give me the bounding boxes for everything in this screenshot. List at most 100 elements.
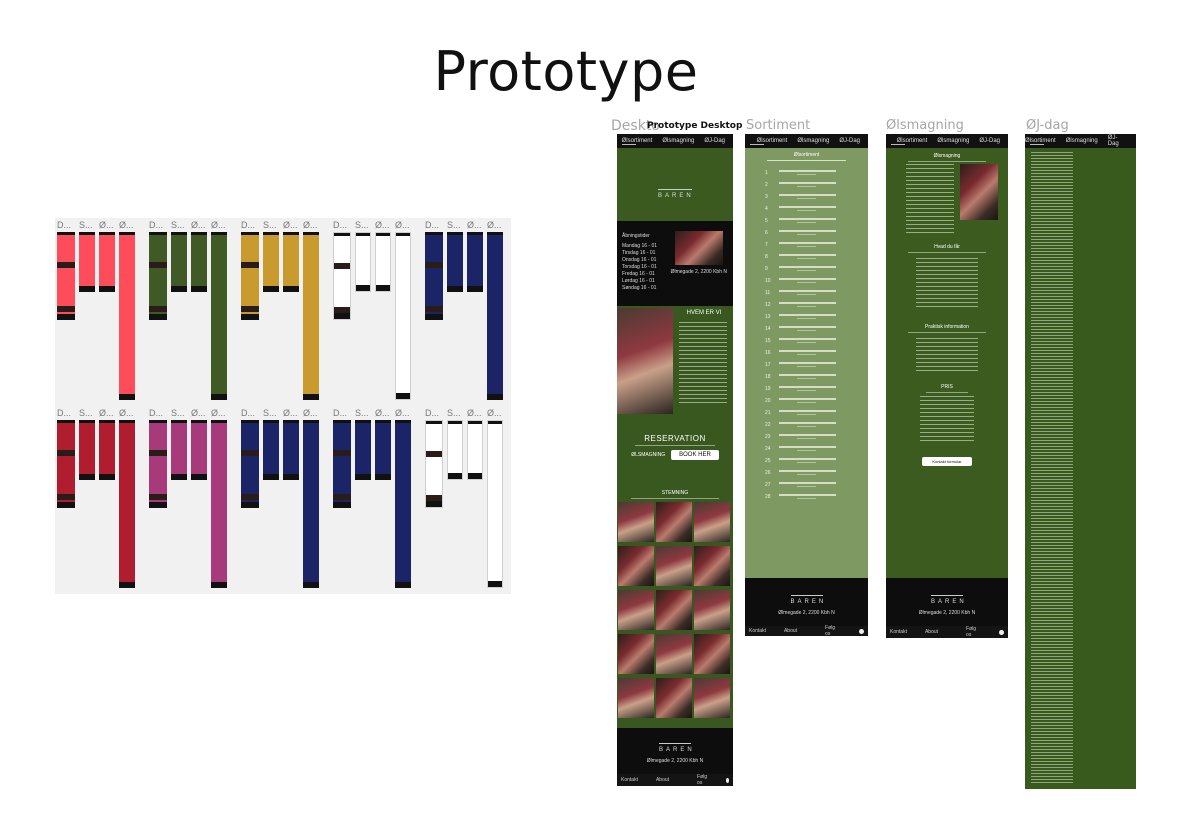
- overview-mini-frame[interactable]: Ø...: [487, 408, 503, 588]
- gallery-photo[interactable]: [656, 590, 692, 630]
- mini-frame-body: [467, 420, 483, 480]
- gallery-photo[interactable]: [656, 546, 692, 586]
- overview-mini-frame[interactable]: S...: [355, 220, 371, 292]
- facebook-icon[interactable]: [725, 777, 729, 783]
- overview-mini-frame[interactable]: Ø...: [211, 220, 227, 400]
- nav-item-olsortiment[interactable]: Ølsortiment: [621, 138, 653, 144]
- overview-mini-frame[interactable]: D...: [149, 408, 167, 508]
- gallery-photo[interactable]: [694, 634, 730, 674]
- overview-mini-frame[interactable]: Ø...: [99, 408, 115, 480]
- footer-link-kontakt[interactable]: Kontakt: [621, 777, 638, 783]
- overview-mini-frame[interactable]: Ø...: [119, 408, 135, 588]
- overview-board[interactable]: D...S...Ø...Ø...D...S...Ø...Ø...D...S...…: [55, 218, 511, 594]
- page-title: Prototype: [433, 40, 699, 103]
- mini-frame-body: [333, 232, 351, 320]
- frame-sortiment[interactable]: Ølsortiment Ølsmagning ØJ-Dag Ølsortimen…: [745, 134, 868, 636]
- beer-number: 22: [765, 422, 771, 428]
- overview-mini-frame[interactable]: D...: [425, 408, 443, 508]
- nav-item-olsortiment[interactable]: Ølsortiment: [896, 138, 928, 144]
- overview-mini-frame[interactable]: Ø...: [467, 220, 483, 292]
- overview-mini-frame[interactable]: Ø...: [283, 220, 299, 292]
- overview-mini-frame[interactable]: D...: [333, 408, 351, 508]
- facebook-icon[interactable]: [859, 628, 864, 634]
- beer-name: [779, 350, 836, 352]
- footer-link-about[interactable]: About: [655, 777, 670, 783]
- overview-mini-frame[interactable]: Ø...: [375, 220, 391, 292]
- nav-item-olsmagning[interactable]: Ølsmagning: [937, 138, 970, 144]
- nav-item-oj-dag[interactable]: ØJ-Dag: [839, 138, 860, 144]
- nav-item-oj-dag[interactable]: ØJ-Dag: [704, 138, 725, 144]
- frame-oj-dag[interactable]: Ølsortiment Ølsmagning ØJ-Dag: [1025, 134, 1136, 789]
- overview-mini-frame[interactable]: D...: [425, 220, 443, 320]
- overview-mini-frame[interactable]: Ø...: [191, 220, 207, 292]
- footer-link-folg-os[interactable]: Følg os: [825, 625, 836, 636]
- overview-mini-frame[interactable]: D...: [149, 220, 167, 320]
- gallery-photo[interactable]: [656, 634, 692, 674]
- gallery-photo[interactable]: [618, 590, 654, 630]
- gallery-photo[interactable]: [694, 590, 730, 630]
- footer-link-kontakt[interactable]: Kontakt: [890, 629, 907, 635]
- overview-mini-frame[interactable]: S...: [263, 220, 279, 292]
- overview-mini-frame[interactable]: Ø...: [119, 220, 135, 400]
- about-section: HVEM ER VI: [617, 306, 733, 416]
- book-button[interactable]: BOOK HER: [671, 450, 719, 460]
- overview-mini-frame[interactable]: Ø...: [191, 408, 207, 480]
- gallery-photo[interactable]: [656, 678, 692, 718]
- overview-mini-frame[interactable]: D...: [333, 220, 351, 320]
- gallery-photo[interactable]: [618, 546, 654, 586]
- overview-mini-frame[interactable]: D...: [241, 220, 259, 320]
- mini-frame-body: [149, 420, 167, 508]
- mini-frame-body: [241, 420, 259, 508]
- nav-item-olsortiment[interactable]: Ølsortiment: [1025, 138, 1056, 144]
- overview-mini-frame[interactable]: S...: [447, 220, 463, 292]
- overview-mini-frame[interactable]: Ø...: [487, 220, 503, 400]
- mini-frame-body: [283, 232, 299, 292]
- footer-link-folg-os[interactable]: Følg os: [966, 626, 977, 638]
- overview-mini-frame[interactable]: Ø...: [467, 408, 483, 480]
- facebook-icon[interactable]: [999, 629, 1004, 635]
- gallery-photo[interactable]: [618, 634, 654, 674]
- footer-link-about[interactable]: About: [783, 628, 798, 634]
- frame-olsmagning[interactable]: Ølsortiment Ølsmagning ØJ-Dag Ølsmagning…: [886, 134, 1008, 638]
- nav-item-olsmagning[interactable]: Ølsmagning: [662, 138, 695, 144]
- overview-mini-frame[interactable]: S...: [171, 220, 187, 292]
- footer-link-folg-os[interactable]: Følg os: [697, 774, 708, 786]
- footer-link-kontakt[interactable]: Kontakt: [749, 628, 766, 634]
- footer-link-about[interactable]: About: [924, 629, 939, 635]
- overview-mini-frame[interactable]: Ø...: [211, 408, 227, 588]
- contact-form-button[interactable]: Kontakt formular: [922, 457, 972, 466]
- gallery-photo[interactable]: [694, 502, 730, 542]
- overview-mini-frame[interactable]: D...: [57, 220, 75, 320]
- nav-item-olsmagning[interactable]: Ølsmagning: [1065, 138, 1098, 144]
- gallery-photo[interactable]: [618, 678, 654, 718]
- overview-mini-frame[interactable]: Ø...: [395, 408, 411, 588]
- overview-mini-frame[interactable]: Ø...: [303, 220, 319, 400]
- beer-name: [779, 194, 836, 196]
- overview-mini-frame[interactable]: S...: [355, 408, 371, 480]
- gallery-photo[interactable]: [694, 678, 730, 718]
- overview-mini-frame[interactable]: Ø...: [303, 408, 319, 588]
- overview-mini-frame[interactable]: Ø...: [395, 220, 411, 400]
- overview-mini-frame[interactable]: Ø...: [99, 220, 115, 292]
- nav-item-oj-dag[interactable]: ØJ-Dag: [1107, 135, 1119, 147]
- gallery-photo[interactable]: [656, 502, 692, 542]
- overview-mini-frame[interactable]: S...: [171, 408, 187, 480]
- footer: BAREN Ølmegade 2, 2200 Kbh N: [745, 578, 868, 626]
- overview-mini-frame[interactable]: Ø...: [375, 408, 391, 480]
- mini-frame-body: [375, 232, 391, 292]
- gallery-photo[interactable]: [618, 502, 654, 542]
- frame-desktop[interactable]: Ølsortiment Ølsmagning ØJ-Dag BAREN ▶ Åb…: [617, 134, 733, 786]
- overview-mini-frame[interactable]: S...: [79, 408, 95, 480]
- overview-mini-frame[interactable]: Ø...: [283, 408, 299, 480]
- mini-frame-label: S...: [263, 408, 277, 418]
- nav-item-olsmagning[interactable]: Ølsmagning: [797, 138, 830, 144]
- mini-frame-body: [303, 232, 319, 400]
- overview-mini-frame[interactable]: S...: [263, 408, 279, 480]
- overview-mini-frame[interactable]: D...: [57, 408, 75, 508]
- nav-item-oj-dag[interactable]: ØJ-Dag: [979, 138, 1000, 144]
- overview-mini-frame[interactable]: S...: [79, 220, 95, 292]
- overview-mini-frame[interactable]: D...: [241, 408, 259, 508]
- gallery-photo[interactable]: [694, 546, 730, 586]
- overview-mini-frame[interactable]: S...: [447, 408, 463, 480]
- nav-item-olsortiment[interactable]: Ølsortiment: [756, 138, 788, 144]
